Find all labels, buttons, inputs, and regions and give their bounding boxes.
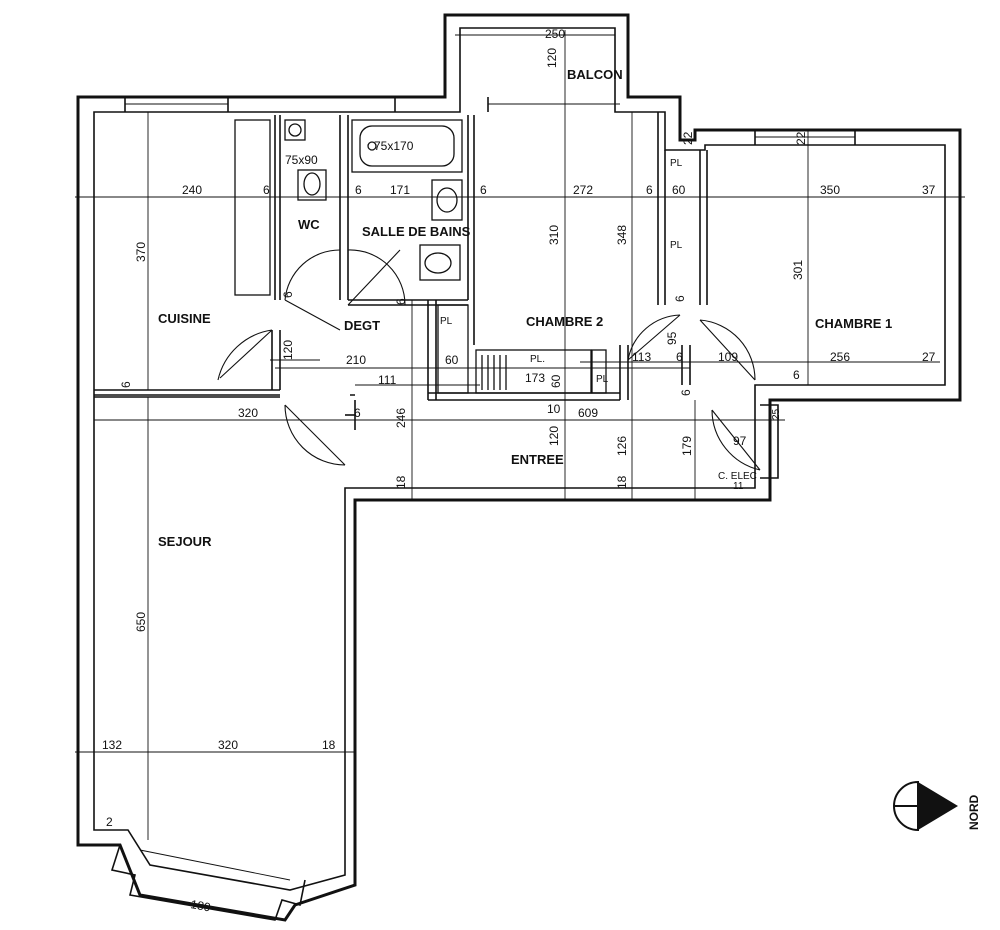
- room-label-salle-de-bains: SALLE DE BAINS: [362, 224, 471, 239]
- dim-37: 37: [922, 183, 936, 197]
- dim-v60: 60: [549, 374, 563, 388]
- dim-97: 97: [733, 434, 747, 448]
- room-label-cuisine: CUISINE: [158, 311, 211, 326]
- dimension-texts: 250 120 240 6 6 171 6 272 6 60 350 37 22…: [102, 27, 936, 914]
- dim-6a: 6: [263, 183, 270, 197]
- dim-22b: 22: [794, 131, 808, 145]
- dim-balcon-width: 250: [545, 27, 565, 41]
- fixture-labels: 75x90 75x170 PL PL PL PL. PL C. ELEC 11: [285, 139, 757, 492]
- dim-171: 171: [390, 183, 410, 197]
- dim-18b: 18: [615, 475, 629, 489]
- dim-246: 246: [394, 408, 408, 428]
- dim-180: 180: [189, 897, 211, 914]
- dim-120b: 120: [547, 426, 561, 446]
- dim-320b: 320: [218, 738, 238, 752]
- placard-label-2: PL: [670, 240, 683, 251]
- north-compass: NORD: [893, 780, 981, 832]
- dimension-lines: [75, 30, 965, 840]
- bath-size-label: 75x170: [374, 139, 414, 153]
- dim-10: 10: [547, 402, 561, 416]
- dim-310: 310: [547, 225, 561, 245]
- dim-272: 272: [573, 183, 593, 197]
- dim-balcon-depth: 120: [545, 48, 559, 68]
- dim-60b: 60: [445, 353, 459, 367]
- dim-6d: 6: [646, 183, 653, 197]
- north-arrow-icon: [918, 782, 958, 830]
- placard-label-5: PL: [596, 374, 609, 385]
- room-label-entree: ENTREE: [511, 452, 564, 467]
- dim-348: 348: [615, 225, 629, 245]
- room-label-degt: DEGT: [344, 318, 380, 333]
- fixtures: [284, 119, 507, 390]
- room-label-wc: WC: [298, 217, 320, 232]
- dim-6b: 6: [355, 183, 362, 197]
- dim-320a: 320: [238, 406, 258, 420]
- dim-v6a: 6: [281, 291, 295, 298]
- dim-v6c: 6: [673, 295, 687, 302]
- dim-111: 111: [378, 373, 397, 387]
- dim-6f: 6: [793, 368, 800, 382]
- dim-18: 18: [322, 738, 336, 752]
- dim-60a: 60: [672, 183, 686, 197]
- dim-95: 95: [665, 331, 679, 345]
- interior-walls: [94, 112, 779, 479]
- compass-label: NORD: [967, 794, 981, 830]
- room-label-chambre-2: CHAMBRE 2: [526, 314, 603, 329]
- wc-size-label: 75x90: [285, 153, 318, 167]
- dim-18a: 18: [394, 475, 408, 489]
- elec-value: 11: [733, 481, 744, 492]
- elec-label: C. ELEC: [718, 471, 757, 482]
- dim-370: 370: [134, 242, 148, 262]
- dim-350: 350: [820, 183, 840, 197]
- room-label-sejour: SEJOUR: [158, 534, 212, 549]
- dim-25: 25: [771, 408, 782, 420]
- dim-2: 2: [106, 815, 113, 829]
- room-label-balcon: BALCON: [567, 67, 623, 82]
- dim-6h: 6: [354, 406, 361, 420]
- dim-27: 27: [922, 350, 936, 364]
- dim-609: 609: [578, 406, 598, 420]
- outer-walls: [76, 13, 962, 922]
- dim-120a: 120: [281, 340, 295, 360]
- dim-210: 210: [346, 353, 366, 367]
- dim-109: 109: [718, 350, 738, 364]
- dim-301: 301: [791, 260, 805, 280]
- placard-label-3: PL: [440, 316, 453, 327]
- dim-173: 173: [525, 371, 545, 385]
- dim-113: 113: [632, 350, 651, 364]
- dim-6e: 6: [676, 350, 683, 364]
- dim-v6d: 6: [679, 389, 693, 396]
- room-labels: BALCON CUISINE WC SALLE DE BAINS DEGT CH…: [158, 67, 892, 549]
- dim-22a: 22: [681, 131, 695, 145]
- dim-126: 126: [615, 436, 629, 456]
- dim-132: 132: [102, 738, 122, 752]
- placard-label-1: PL: [670, 158, 683, 169]
- dim-v6b: 6: [394, 298, 408, 305]
- dim-6g: 6: [119, 381, 133, 388]
- dim-256: 256: [830, 350, 850, 364]
- dim-650: 650: [134, 612, 148, 632]
- dim-179: 179: [680, 436, 694, 456]
- placard-label-4: PL.: [530, 354, 545, 365]
- dim-240: 240: [182, 183, 202, 197]
- room-label-chambre-1: CHAMBRE 1: [815, 316, 892, 331]
- dim-6c: 6: [480, 183, 487, 197]
- doors: [217, 249, 761, 471]
